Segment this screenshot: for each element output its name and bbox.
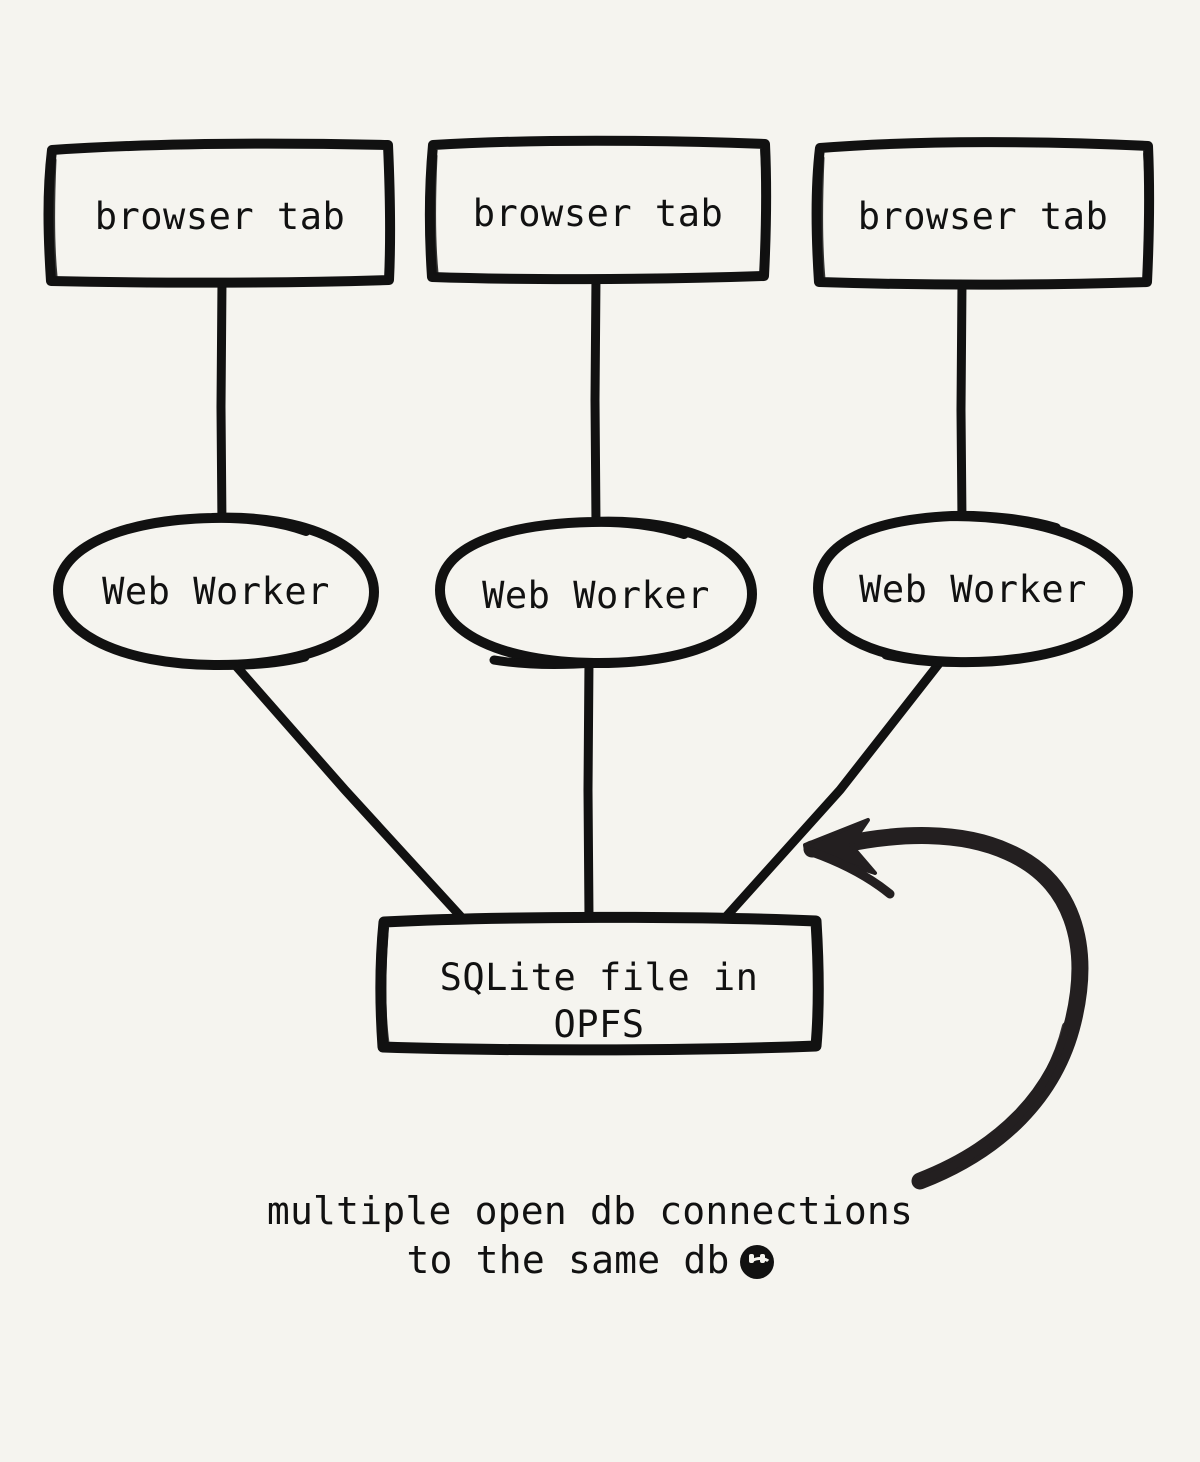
edge-tab3-worker3 xyxy=(956,281,967,523)
annotation-curved-arrow xyxy=(803,818,1089,1190)
browser-tab-label-1: browser tab xyxy=(94,195,346,238)
browser-tab-box-1[interactable] xyxy=(43,138,396,288)
frowning-face-icon xyxy=(739,1245,774,1279)
browser-tab-label-2: browser tab xyxy=(472,192,724,235)
browser-tab-label-3: browser tab xyxy=(857,195,1109,238)
browser-tab-box-2[interactable] xyxy=(424,135,772,285)
edge-worker1-db xyxy=(225,655,467,923)
annotation-line-2-row: to the same db xyxy=(140,1235,1040,1286)
edge-worker3-db xyxy=(720,658,945,923)
web-worker-label-1: Web Worker xyxy=(102,570,330,613)
web-worker-ellipse-2[interactable] xyxy=(435,516,757,670)
web-worker-ellipse-1[interactable] xyxy=(53,512,379,671)
sqlite-opfs-box[interactable] xyxy=(375,911,824,1056)
sqlite-opfs-label-line2: OPFS xyxy=(553,1003,645,1046)
web-worker-label-3: Web Worker xyxy=(859,568,1087,611)
sqlite-opfs-label-line1: SQLite file in xyxy=(439,956,759,999)
web-worker-label-2: Web Worker xyxy=(482,574,710,617)
edge-worker2-db xyxy=(583,659,594,919)
annotation-line-2: to the same db xyxy=(406,1238,730,1282)
annotation-line-1: multiple open db connections xyxy=(266,1189,914,1233)
edge-tab2-worker2 xyxy=(590,275,601,525)
edge-tab1-worker1 xyxy=(216,279,227,529)
web-worker-ellipse-3[interactable] xyxy=(813,510,1133,668)
browser-tab-box-3[interactable] xyxy=(811,137,1155,290)
